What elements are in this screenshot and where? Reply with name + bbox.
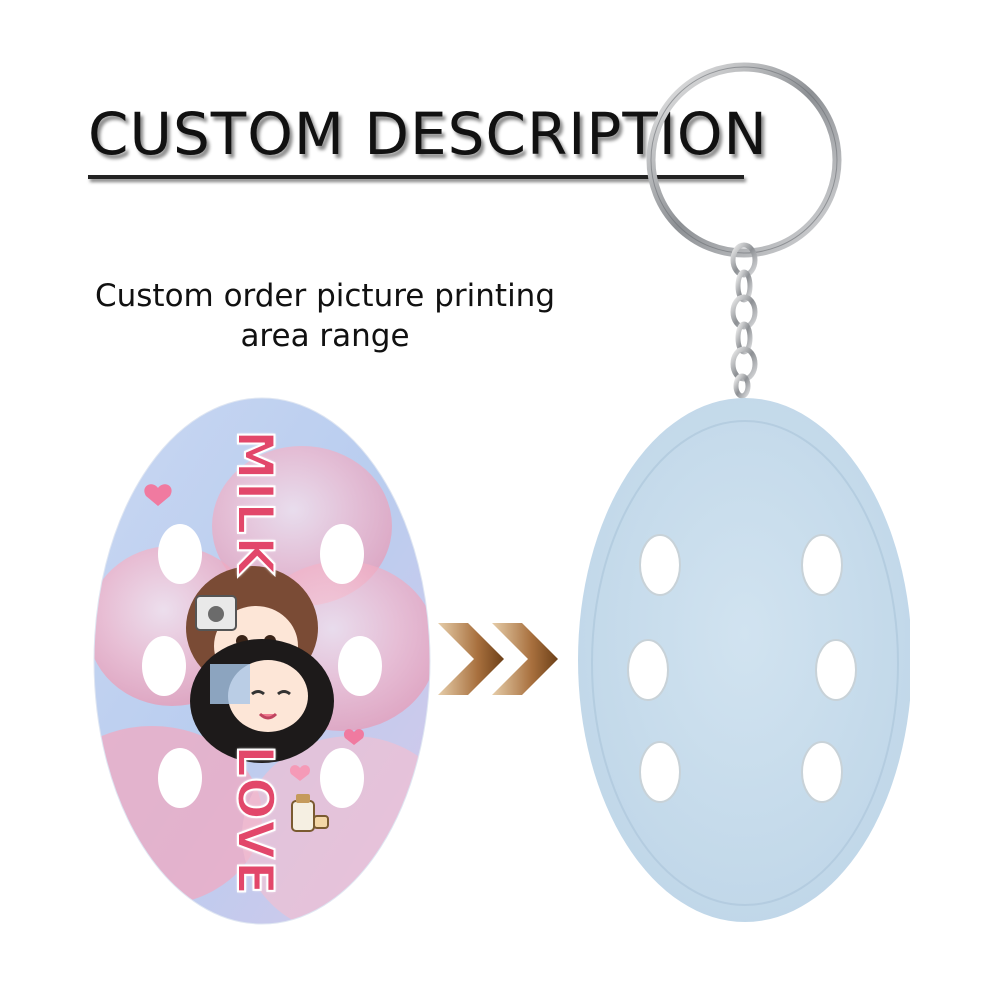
subtitle-line-2: area range — [240, 318, 410, 354]
keychain-back-view — [578, 62, 910, 922]
print-word-top: MILK — [225, 429, 285, 578]
front-printed-face — [93, 397, 431, 925]
double-chevron-right-icon — [438, 623, 558, 695]
print-word-bottom: LOVE — [225, 744, 285, 898]
headline-underline — [88, 175, 744, 179]
key-ring-icon — [646, 62, 842, 258]
subtitle: Custom order picture printing area range — [60, 276, 590, 356]
subtitle-line-1: Custom order picture printing — [94, 278, 556, 314]
